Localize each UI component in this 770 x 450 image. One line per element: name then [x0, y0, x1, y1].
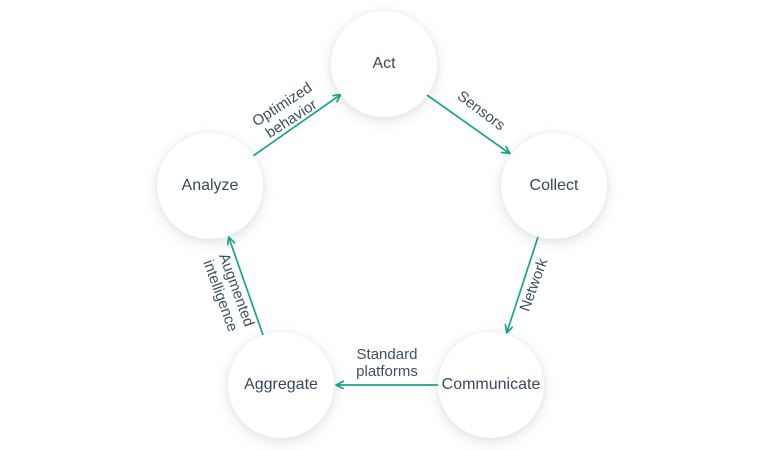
node-act: Act	[331, 11, 437, 117]
edge-label-standard-platforms: Standard platforms	[356, 345, 418, 380]
node-act-label: Act	[372, 55, 396, 72]
node-analyze: Analyze	[157, 133, 263, 239]
node-collect-label: Collect	[529, 177, 579, 194]
node-collect: Collect	[501, 133, 607, 239]
edge-collect-communicate	[507, 236, 539, 332]
node-communicate: Communicate	[438, 332, 544, 438]
node-aggregate-label: Aggregate	[244, 376, 318, 393]
node-aggregate: Aggregate	[228, 332, 334, 438]
node-analyze-label: Analyze	[181, 177, 239, 194]
edge-analyze-act	[252, 95, 340, 157]
edge-act-collect	[426, 94, 509, 153]
edge-aggregate-analyze	[229, 238, 264, 336]
node-communicate-label: Communicate	[441, 376, 541, 393]
